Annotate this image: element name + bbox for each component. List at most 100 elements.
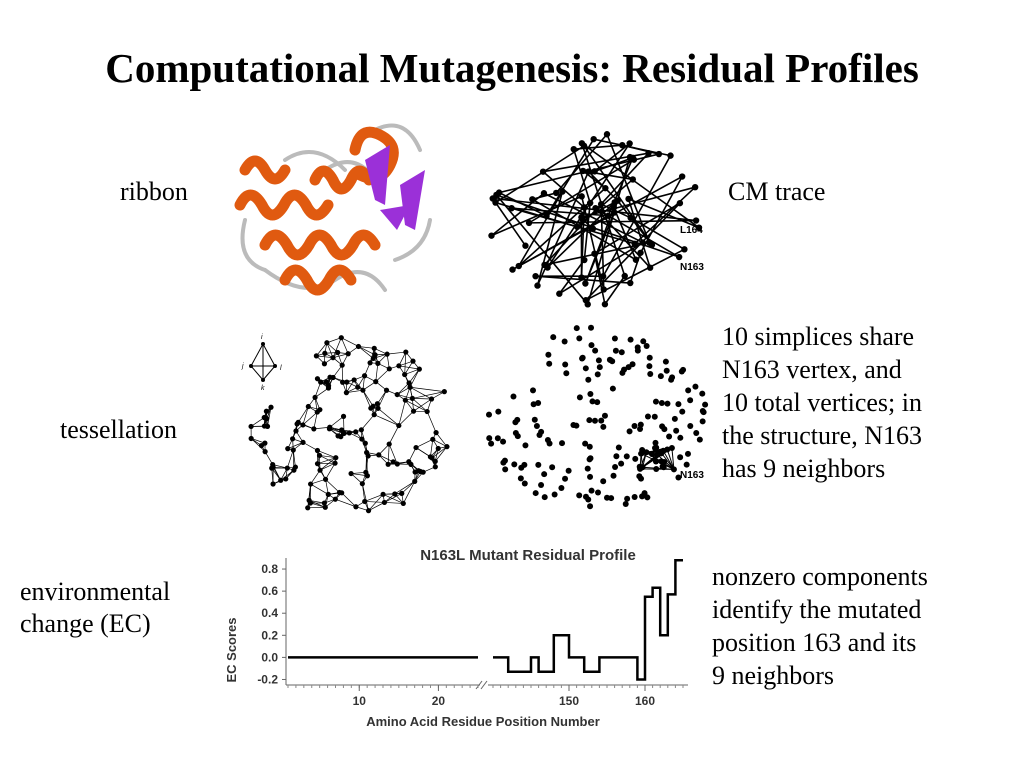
trace-residue xyxy=(592,204,599,212)
mesh-edge xyxy=(292,449,296,468)
mesh-vertex xyxy=(435,445,441,452)
axis-break-mark xyxy=(480,680,488,690)
trace-residue xyxy=(639,239,646,246)
ec-profile-chart: N163L Mutant Residual Profile EC Scores … xyxy=(224,547,688,729)
y-tick-label: 0.4 xyxy=(261,606,278,620)
structure-point xyxy=(586,417,593,424)
mesh-vertex xyxy=(330,355,336,361)
structure-point xyxy=(565,467,572,474)
mesh-vertex xyxy=(441,389,447,395)
mesh-vertex xyxy=(285,446,291,452)
structure-point xyxy=(659,423,666,430)
mesh-vertex xyxy=(370,403,376,409)
structure-point xyxy=(589,398,596,405)
trace-bond xyxy=(593,253,606,305)
mesh-vertex xyxy=(340,379,346,385)
mesh-vertex xyxy=(375,405,381,411)
structure-point xyxy=(612,347,619,354)
mesh-vertex xyxy=(333,455,339,461)
structure-point xyxy=(600,478,607,485)
mesh-vertex xyxy=(360,387,366,393)
trace-bond xyxy=(496,194,680,258)
trace-bond xyxy=(629,252,642,284)
n163-neighbor xyxy=(654,451,661,458)
note-line: 10 total vertices; in xyxy=(722,388,923,417)
mesh-vertex xyxy=(362,440,368,446)
mesh-vertex xyxy=(409,395,415,402)
mesh-vertex xyxy=(359,481,365,487)
mesh-vertex xyxy=(327,424,333,430)
structure-point xyxy=(576,492,583,499)
mesh-vertex xyxy=(374,401,381,407)
mesh-vertex xyxy=(323,379,330,385)
mesh-vertex xyxy=(363,469,369,475)
mesh-vertex xyxy=(362,498,368,505)
structure-point xyxy=(653,466,660,473)
trace-residue xyxy=(585,168,592,175)
trace-residue xyxy=(600,286,607,293)
trace-bond xyxy=(604,275,626,305)
trace-residue xyxy=(646,239,653,246)
trace-bond xyxy=(558,259,585,295)
ribbon-structure-image xyxy=(234,123,432,296)
structure-point xyxy=(696,436,703,443)
structure-point xyxy=(594,399,601,406)
mesh-edge xyxy=(409,368,420,388)
structure-point xyxy=(600,423,607,430)
note-line: has 9 neighbors xyxy=(722,454,886,483)
trace-residue xyxy=(522,242,529,249)
mesh-vertex xyxy=(364,449,370,456)
mesh-vertex xyxy=(392,491,398,497)
mesh-vertex xyxy=(294,421,300,427)
inset-label-l: l xyxy=(280,365,282,372)
structure-point xyxy=(699,390,706,397)
mesh-vertex xyxy=(344,379,350,385)
trace-residue xyxy=(678,173,686,180)
mesh-vertex xyxy=(321,361,328,367)
trace-residue xyxy=(611,209,618,216)
mesh-edge xyxy=(412,398,432,400)
n163-neighbor xyxy=(643,449,650,456)
structure-point xyxy=(549,464,556,471)
trace-bond xyxy=(581,143,626,277)
mesh-vertex xyxy=(305,505,311,511)
mesh-vertex xyxy=(263,408,270,414)
mesh-edge xyxy=(329,416,344,428)
structure-point xyxy=(558,484,565,491)
trace-residue xyxy=(626,140,633,147)
structure-point xyxy=(678,368,685,375)
ribbon-label: ribbon xyxy=(120,177,188,206)
trace-bond xyxy=(545,138,595,217)
n163-neighbor xyxy=(638,450,645,457)
mesh-edge xyxy=(430,439,434,457)
structure-point xyxy=(631,423,638,430)
structure-point xyxy=(518,464,525,471)
structure-point xyxy=(622,500,629,507)
structure-point xyxy=(683,461,690,468)
trace-residue xyxy=(630,156,638,163)
trace-residue xyxy=(603,131,611,138)
structure-point xyxy=(666,433,673,440)
trace-residue xyxy=(578,214,585,221)
mesh-vertex xyxy=(340,413,347,419)
structure-point xyxy=(677,454,684,461)
mesh-vertex xyxy=(380,491,386,497)
trace-residue xyxy=(543,212,550,220)
trace-residue xyxy=(584,301,591,308)
mesh-vertex xyxy=(370,355,376,362)
mesh-vertex xyxy=(432,458,438,464)
structure-point xyxy=(576,335,583,342)
mesh-edge xyxy=(362,483,369,511)
mesh-vertex xyxy=(402,371,408,378)
mesh-edge xyxy=(302,411,318,426)
structure-point xyxy=(675,401,682,408)
trace-bond xyxy=(512,175,683,271)
trace-bond xyxy=(583,202,591,261)
mesh-edge xyxy=(313,426,330,430)
mesh-vertex xyxy=(353,429,359,435)
mesh-vertex xyxy=(413,444,419,451)
structure-point xyxy=(618,460,625,467)
structure-point xyxy=(521,480,528,487)
structure-point xyxy=(562,475,569,482)
structure-point xyxy=(660,464,667,471)
